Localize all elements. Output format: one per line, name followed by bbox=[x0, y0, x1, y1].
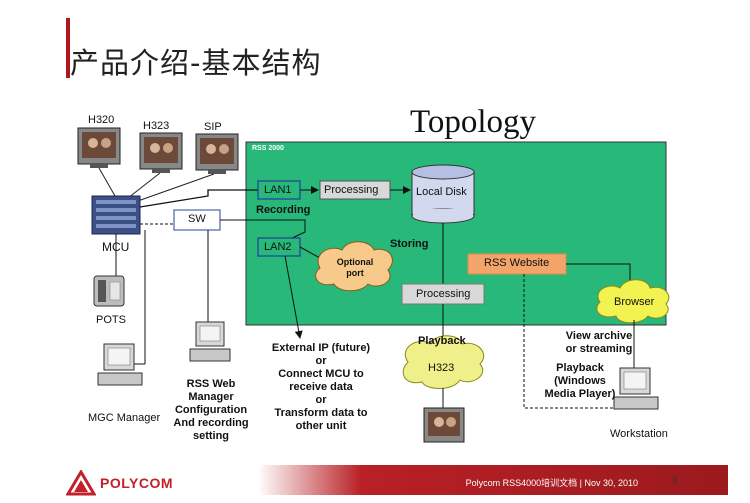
playback-wmp-label: Playback (Windows Media Player) bbox=[544, 362, 616, 400]
playback-h323-cloud bbox=[402, 335, 485, 389]
optional-port-cloud bbox=[315, 241, 393, 292]
playback-screen-icon bbox=[423, 407, 465, 443]
browser-cloud bbox=[596, 279, 670, 324]
polycom-logo-icon bbox=[66, 470, 96, 496]
mcu-icon bbox=[91, 195, 141, 235]
h320-endpoint-icon bbox=[77, 127, 121, 168]
optional-port-label: Optional port bbox=[336, 257, 374, 278]
footer-bar bbox=[258, 465, 728, 495]
pots-phone-icon bbox=[93, 275, 125, 307]
page-number: 6 bbox=[672, 475, 678, 485]
mgc-manager-computer-icon bbox=[97, 343, 143, 386]
rss-web-manager-label: RSS Web Manager Configuration And record… bbox=[173, 378, 249, 442]
lan1-label: LAN1 bbox=[264, 184, 292, 196]
local-disk-label: Local Disk bbox=[416, 186, 467, 198]
lan2-label: LAN2 bbox=[264, 241, 292, 253]
playback-cloud-label: H323 bbox=[428, 362, 455, 374]
mgc-manager-label: MGC Manager bbox=[88, 412, 161, 424]
rss-model-label: RSS 2000 bbox=[252, 145, 284, 152]
h320-label: H320 bbox=[88, 114, 115, 126]
sip-label: SIP bbox=[204, 121, 222, 133]
recording-label: Recording bbox=[256, 204, 311, 216]
rss-website-label: RSS Website bbox=[484, 257, 550, 269]
mcu-label: MCU bbox=[102, 240, 130, 254]
footer-doc-text: Polycom RSS4000培训文档 | Nov 30, 2010 bbox=[465, 478, 638, 488]
local-disk-icon bbox=[411, 164, 475, 224]
rss-web-manager-computer-icon bbox=[189, 321, 231, 362]
external-ip-label: External IP (future) or Connect MCU to r… bbox=[271, 342, 371, 432]
slide-title: 产品介绍-基本结构 bbox=[70, 46, 322, 80]
switch-label: SW bbox=[188, 213, 206, 225]
processing-top-label: Processing bbox=[324, 184, 379, 196]
workstation-label: Workstation bbox=[610, 428, 668, 440]
view-archive-label: View archive or streaming bbox=[565, 330, 633, 355]
topology-heading: Topology bbox=[410, 104, 537, 140]
title-accent-bar bbox=[66, 18, 70, 78]
pots-label: POTS bbox=[96, 314, 126, 326]
h323-label: H323 bbox=[143, 120, 170, 132]
h323-endpoint-icon bbox=[139, 132, 183, 173]
storing-label: Storing bbox=[390, 238, 429, 250]
processing-bottom-label: Processing bbox=[416, 288, 471, 300]
sip-endpoint-icon bbox=[195, 133, 239, 174]
polycom-brand: POLYCOM bbox=[100, 475, 173, 491]
browser-label: Browser bbox=[614, 296, 655, 308]
playback-label: Playback bbox=[418, 335, 466, 347]
workstation-computer-icon bbox=[613, 367, 659, 410]
